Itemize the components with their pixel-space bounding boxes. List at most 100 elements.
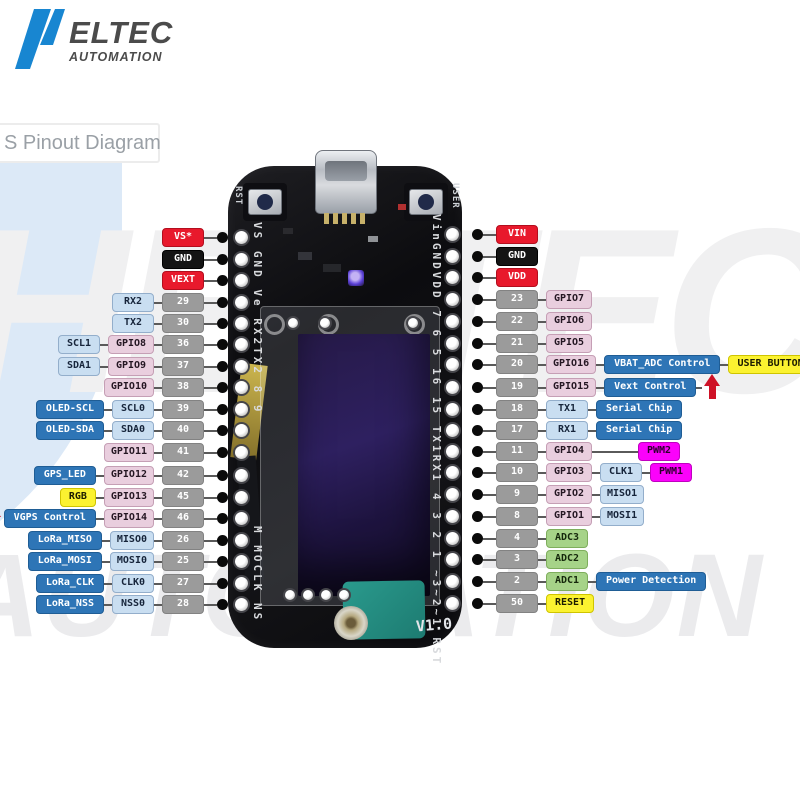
connector-line	[100, 343, 108, 346]
pin-hole	[446, 596, 459, 610]
connector-line	[154, 408, 162, 411]
connector-line	[204, 386, 217, 389]
pin-chip-gpio2: GPIO2	[546, 484, 592, 505]
pin-chip-sda1: SDA1	[58, 356, 100, 377]
pin-row-right-2: GND	[472, 246, 538, 267]
pin-hole	[446, 314, 459, 328]
pin-row-right-1: VIN	[472, 224, 538, 245]
pin-row-left-3: VEXT	[162, 270, 228, 291]
rgb-led	[348, 270, 364, 286]
smd-component	[368, 236, 378, 242]
pin-dot	[217, 318, 228, 329]
pin-hole	[285, 590, 295, 600]
connector-line	[154, 539, 162, 542]
pin-chip-scl1: SCL1	[58, 334, 100, 355]
silkscreen-left-top: VS GND Ve RX2TX2 8 9	[251, 222, 264, 415]
pin-chip-46: 46	[162, 508, 204, 529]
pin-dot	[472, 229, 483, 240]
pin-dot	[217, 382, 228, 393]
connector-line	[104, 429, 112, 432]
pin-hole	[446, 574, 459, 588]
pin-hole	[235, 445, 248, 459]
pin-dot	[217, 275, 228, 286]
connector-line	[204, 603, 217, 606]
connector-line	[154, 517, 162, 520]
power-led	[398, 204, 406, 210]
pin-hole	[446, 227, 459, 241]
connector-line	[154, 386, 162, 389]
pin-chip-vext: VEXT	[162, 270, 204, 291]
pin-hole	[235, 554, 248, 568]
pin-chip-gpio3: GPIO3	[546, 462, 592, 483]
connector-line	[204, 343, 217, 346]
pin-chip-2: 2	[496, 571, 538, 592]
standoff-ring	[404, 314, 425, 335]
pin-dot	[472, 316, 483, 327]
pin-chip-gpio13: GPIO13	[103, 487, 154, 508]
connector-line	[95, 517, 104, 520]
connector-line	[95, 474, 104, 477]
pin-chip-adc2: ADC2	[546, 549, 588, 570]
pin-dot	[217, 361, 228, 372]
pin-hole	[446, 336, 459, 350]
pin-chip-11: 11	[496, 441, 538, 462]
connector-line	[538, 342, 546, 345]
pin-chip-26: 26	[162, 530, 204, 551]
connector-line	[538, 580, 546, 583]
pin-dot	[217, 404, 228, 415]
pin-chip-tx1: TX1	[546, 399, 588, 420]
connector-line	[538, 408, 546, 411]
pin-chip-rx1: RX1	[546, 420, 588, 441]
connector-line	[483, 408, 496, 411]
usb-pin	[333, 213, 338, 224]
pin-chip-gpio7: GPIO7	[546, 289, 592, 310]
connector-line	[154, 451, 162, 454]
connector-line	[204, 236, 217, 239]
pin-chip-mosi1: MOSI1	[600, 506, 645, 527]
connector-line	[642, 471, 650, 474]
connector-line	[538, 602, 546, 605]
pin-chip-gnd: GND	[162, 249, 204, 270]
pin-chip-45: 45	[162, 487, 204, 508]
connector-line	[592, 493, 600, 496]
connector-line	[483, 255, 496, 258]
pin-dot	[472, 294, 483, 305]
pin-dot	[472, 404, 483, 415]
pin-hole	[235, 295, 248, 309]
connector-line	[596, 363, 605, 366]
pin-chip-vin: VIN	[496, 224, 538, 245]
connector-line	[588, 580, 596, 583]
pin-chip-sda0: SDA0	[112, 420, 154, 441]
smd-component	[298, 252, 312, 260]
usb-pin	[360, 213, 365, 224]
pin-hole	[446, 270, 459, 284]
connector-line	[101, 539, 110, 542]
connector-line	[154, 560, 162, 563]
heltec-logo-h-icon	[15, 9, 65, 69]
pin-hole	[235, 468, 248, 482]
connector-line	[483, 602, 496, 605]
connector-line	[538, 493, 546, 496]
connector-line	[538, 515, 546, 518]
pin-chip-29: 29	[162, 292, 204, 313]
pin-chip-gpio9: GPIO9	[108, 356, 154, 377]
pin-chip-gpio5: GPIO5	[546, 333, 592, 354]
connector-line	[538, 537, 546, 540]
pin-chip-vs-: VS*	[162, 227, 204, 248]
pin-dot	[217, 339, 228, 350]
user-button-cap	[418, 194, 434, 210]
pin-chip-lora-clk: LoRa_CLK	[35, 573, 104, 594]
pin-chip-gpio6: GPIO6	[546, 311, 592, 332]
connector-line	[483, 515, 496, 518]
usb-pin	[324, 213, 329, 224]
pin-chip-nss0: NSS0	[112, 594, 154, 615]
pin-dot	[217, 232, 228, 243]
connector-line	[154, 301, 162, 304]
